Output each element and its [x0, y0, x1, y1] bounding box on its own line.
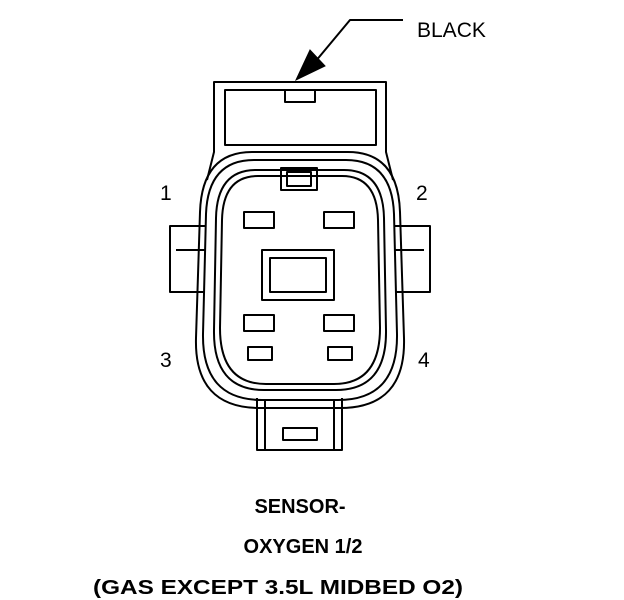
- terminal-5: [247, 346, 273, 361]
- terminal-1: [243, 211, 275, 229]
- center-block: [261, 249, 335, 301]
- pin-label-4: 4: [418, 349, 430, 372]
- connector-body-mid: [201, 159, 399, 401]
- color-pointer-arrowhead: [294, 49, 326, 82]
- center-block-inner: [269, 257, 327, 293]
- connector-latch-notch: [284, 89, 316, 103]
- caption-line-1: SENSOR-: [254, 496, 345, 518]
- caption-line-2: OXYGEN 1/2: [244, 536, 363, 558]
- connector-cavity: [212, 169, 388, 391]
- terminal-key: [280, 167, 318, 191]
- terminal-3: [243, 314, 275, 332]
- left-ear: [169, 225, 205, 293]
- pin-label-3: 3: [160, 349, 172, 372]
- terminal-4: [323, 314, 355, 332]
- caption-line-3: (GAS EXCEPT 3.5L MIDBED O2): [93, 577, 463, 599]
- right-ear: [395, 225, 431, 293]
- connector-bottom-tab: [256, 398, 343, 451]
- pin-label-2: 2: [416, 182, 428, 205]
- connector-top-tab: [206, 81, 394, 181]
- connector-cavity-inner: [219, 175, 381, 385]
- color-leader-line: [314, 19, 403, 63]
- connector-body-outer: [194, 151, 406, 409]
- terminal-2: [323, 211, 355, 229]
- bottom-tab-slot: [282, 427, 318, 441]
- connector-color-label: BLACK: [417, 19, 486, 42]
- pin-label-1: 1: [160, 182, 172, 205]
- connector-latch: [224, 89, 377, 146]
- terminal-6: [327, 346, 353, 361]
